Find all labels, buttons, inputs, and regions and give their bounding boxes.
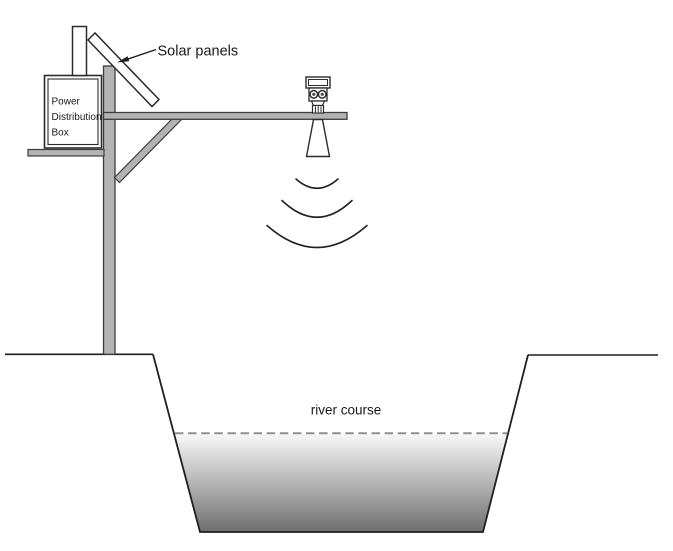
solar-panels-arrow xyxy=(117,48,157,63)
radar-wave-arc-3 xyxy=(266,224,368,249)
mounting-arm xyxy=(102,111,348,120)
solar-panels-label: Solar panels xyxy=(158,44,239,60)
mounting-pole xyxy=(102,65,116,355)
solar-panels-arrow-line xyxy=(126,48,157,61)
diagonal-brace xyxy=(113,113,183,184)
sensor-gland-right-dot xyxy=(320,92,324,96)
river-course-label: river course xyxy=(311,403,382,418)
power-distribution-box: Power Distribution Box xyxy=(43,74,103,149)
radar-wave-arc-1 xyxy=(295,178,339,190)
power-distribution-box-inner xyxy=(47,78,99,146)
radar-sensor xyxy=(305,76,331,158)
water-body xyxy=(174,434,508,532)
sensor-gland-left-dot xyxy=(312,92,316,96)
river-channel-outline xyxy=(152,354,529,533)
solar-panel-mast xyxy=(71,25,88,77)
sensor-neck xyxy=(310,100,326,107)
sensor-cap-inner xyxy=(308,79,328,86)
solar-panels-arrowhead xyxy=(117,56,130,63)
box-support-bracket xyxy=(27,148,105,157)
solar-panel xyxy=(86,31,161,108)
radar-wave-arcs xyxy=(266,178,368,249)
power-box-label-line2: Distribution xyxy=(52,112,102,123)
power-box-label-line3: Box xyxy=(52,128,69,139)
power-box-label-line1: Power xyxy=(52,97,81,108)
radar-horn-antenna xyxy=(305,118,331,158)
radar-wave-arc-2 xyxy=(281,199,353,219)
